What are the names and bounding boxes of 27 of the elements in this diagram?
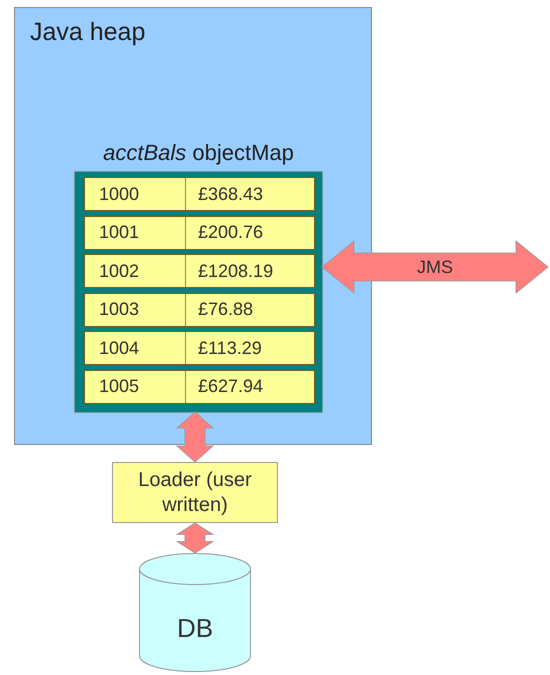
table-row: [84, 177, 315, 211]
account-number: 1002: [99, 260, 140, 282]
table-row: [84, 331, 315, 365]
double-block-arrow: [321, 240, 549, 294]
double-block-arrow: [176, 522, 214, 554]
region-title: Java heap: [30, 17, 146, 48]
process-box: [112, 462, 278, 523]
table-row: [84, 216, 315, 250]
account-number: 1001: [99, 221, 140, 244]
process-label: Loader (user written): [137, 468, 253, 518]
balance-amount: £113.29: [198, 336, 262, 360]
balance-amount: £76.88: [198, 298, 254, 321]
account-number: 1003: [99, 298, 140, 321]
balance-amount: £200.76: [198, 221, 264, 244]
heap-region: [14, 7, 372, 445]
balance-amount: £627.94: [198, 375, 264, 398]
database-label: DB: [176, 612, 214, 645]
table-row: [84, 370, 315, 404]
account-number: 1005: [99, 375, 140, 398]
balance-amount: £1208.19: [198, 260, 274, 282]
double-block-arrow: [176, 411, 214, 463]
table-row: [84, 254, 315, 288]
balance-amount: £368.43: [198, 182, 264, 206]
map-heading: acctBals objectMap: [102, 139, 295, 167]
account-number: 1004: [99, 336, 140, 360]
table-row: [84, 292, 315, 326]
account-number: 1000: [99, 182, 140, 206]
